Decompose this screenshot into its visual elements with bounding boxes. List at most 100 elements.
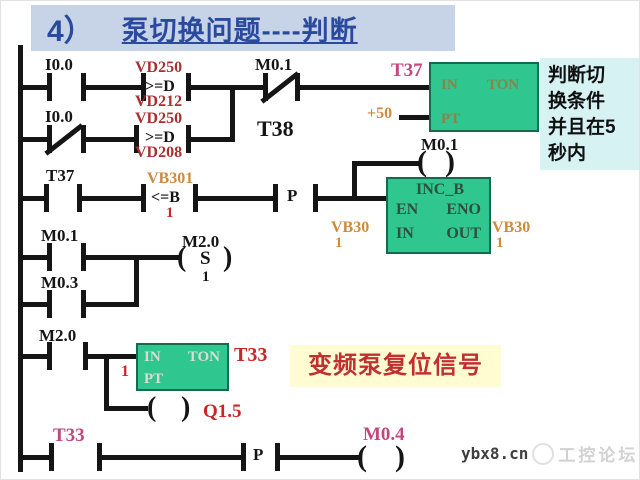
- wire: [23, 302, 47, 307]
- contact-bar: [97, 443, 102, 471]
- contact-bar: [77, 184, 82, 212]
- wire: [23, 354, 47, 359]
- contact-bar: [49, 443, 54, 471]
- contact-bar: [263, 73, 268, 101]
- coil-label-m01: M0.1: [421, 135, 459, 154]
- wire: [23, 137, 47, 142]
- wire: [23, 196, 44, 201]
- compare-bar: [186, 125, 191, 153]
- wire: [134, 255, 179, 260]
- timer-name-t33: T33: [234, 344, 268, 366]
- block-title: INC_B: [416, 181, 465, 198]
- compare-operand-top: VD250: [135, 110, 183, 127]
- inc-out-operand2: 1: [496, 235, 504, 251]
- ton-in-label: IN: [441, 77, 458, 93]
- wire: [86, 302, 134, 307]
- contact-bar: [81, 125, 86, 153]
- note-switch-condition: 判断切 换条件 并且在5 秒内: [540, 58, 639, 170]
- block-out-label: OUT: [446, 225, 481, 242]
- contact-label-m20: M2.0: [39, 326, 77, 345]
- wire: [102, 455, 241, 460]
- contact-bar: [47, 290, 52, 318]
- contact-bar: [295, 73, 300, 101]
- contact-bar: [44, 184, 49, 212]
- inc-in-operand2: 1: [335, 235, 343, 251]
- title-number: 4）: [47, 15, 94, 48]
- contact-label-t37: T37: [46, 166, 75, 185]
- contact-bar: [47, 73, 52, 101]
- wire: [399, 115, 429, 120]
- wire: [280, 455, 359, 460]
- branch-join: [134, 255, 139, 307]
- coil-close: ): [395, 440, 405, 473]
- edge-bar: [275, 443, 280, 471]
- compare-operand-top: VB301: [147, 170, 194, 187]
- title-banner: 4） 泵切换问题----判断: [31, 5, 455, 51]
- wire: [82, 196, 141, 201]
- pt-preset-value: +50: [367, 105, 393, 122]
- wire: [191, 85, 230, 90]
- compare-bar: [193, 184, 198, 212]
- contact-label-m03: M0.3: [41, 273, 79, 292]
- ton-box-t37: IN TON PT: [429, 62, 539, 132]
- watermark: ybx8.cn 工控论坛: [461, 441, 638, 466]
- pt-preset-value: 1: [121, 363, 129, 380]
- coil-open: (: [177, 242, 187, 273]
- wire: [352, 161, 419, 166]
- contact-bar: [47, 243, 52, 271]
- coil-label-m04: M0.4: [363, 424, 405, 445]
- inc-b-block: INC_B EN ENO IN OUT: [386, 177, 491, 254]
- wire: [230, 85, 263, 90]
- branch-join: [230, 85, 235, 142]
- block-in-label: IN: [396, 225, 414, 242]
- positive-edge-label: P: [253, 445, 264, 464]
- wire: [191, 137, 230, 142]
- watermark-forum: 工控论坛: [558, 446, 639, 465]
- compare-bar: [141, 184, 146, 212]
- compare-operator: >=D: [145, 129, 175, 146]
- block-eno-label: ENO: [446, 201, 481, 218]
- coil-close: ): [223, 242, 233, 273]
- wire: [86, 85, 141, 90]
- branch-up: [352, 161, 357, 201]
- ton-type-label: TON: [187, 349, 220, 365]
- contact-bar: [47, 125, 52, 153]
- contact-bar: [81, 243, 86, 271]
- coil-label-q15: Q1.5: [203, 401, 242, 422]
- compare-operand-bottom: VD212: [135, 93, 183, 110]
- contact-bar: [83, 342, 88, 370]
- wire: [300, 85, 429, 90]
- coil-label-m20: M2.0: [182, 232, 220, 251]
- ton-pt-label: PT: [144, 371, 164, 387]
- edge-bar: [313, 184, 318, 212]
- contact-label-m01: M0.1: [41, 226, 79, 245]
- positive-edge-label: P: [287, 186, 298, 205]
- page-title: 泵切换问题----判断: [121, 15, 358, 46]
- coil-close: ): [445, 145, 455, 178]
- compare-bar: [186, 73, 191, 101]
- wire: [23, 85, 47, 90]
- wire: [23, 255, 47, 260]
- wire: [104, 406, 148, 411]
- block-en-label: EN: [396, 201, 419, 218]
- branch-down: [104, 354, 109, 411]
- contact-bar: [81, 73, 86, 101]
- wire: [198, 196, 273, 201]
- set-coil-count: 1: [202, 269, 210, 285]
- timer-name-t38: T38: [257, 116, 294, 141]
- coil-close: ): [181, 392, 191, 423]
- coil-open: (: [417, 145, 427, 178]
- compare-operand-bottom: VD208: [135, 144, 183, 161]
- ton-in-label: IN: [144, 349, 161, 365]
- contact-bar: [81, 290, 86, 318]
- compare-operator: <=B: [151, 189, 180, 206]
- wire: [23, 455, 49, 460]
- compare-operand-bottom: 1: [166, 205, 174, 221]
- contact-label-t33: T33: [53, 425, 85, 446]
- wire: [88, 354, 136, 359]
- contact-label-m01: M0.1: [255, 55, 293, 74]
- wire: [318, 196, 387, 201]
- contact-label-i00-nc: I0.0: [45, 107, 73, 126]
- watermark-site: ybx8.cn: [461, 444, 529, 463]
